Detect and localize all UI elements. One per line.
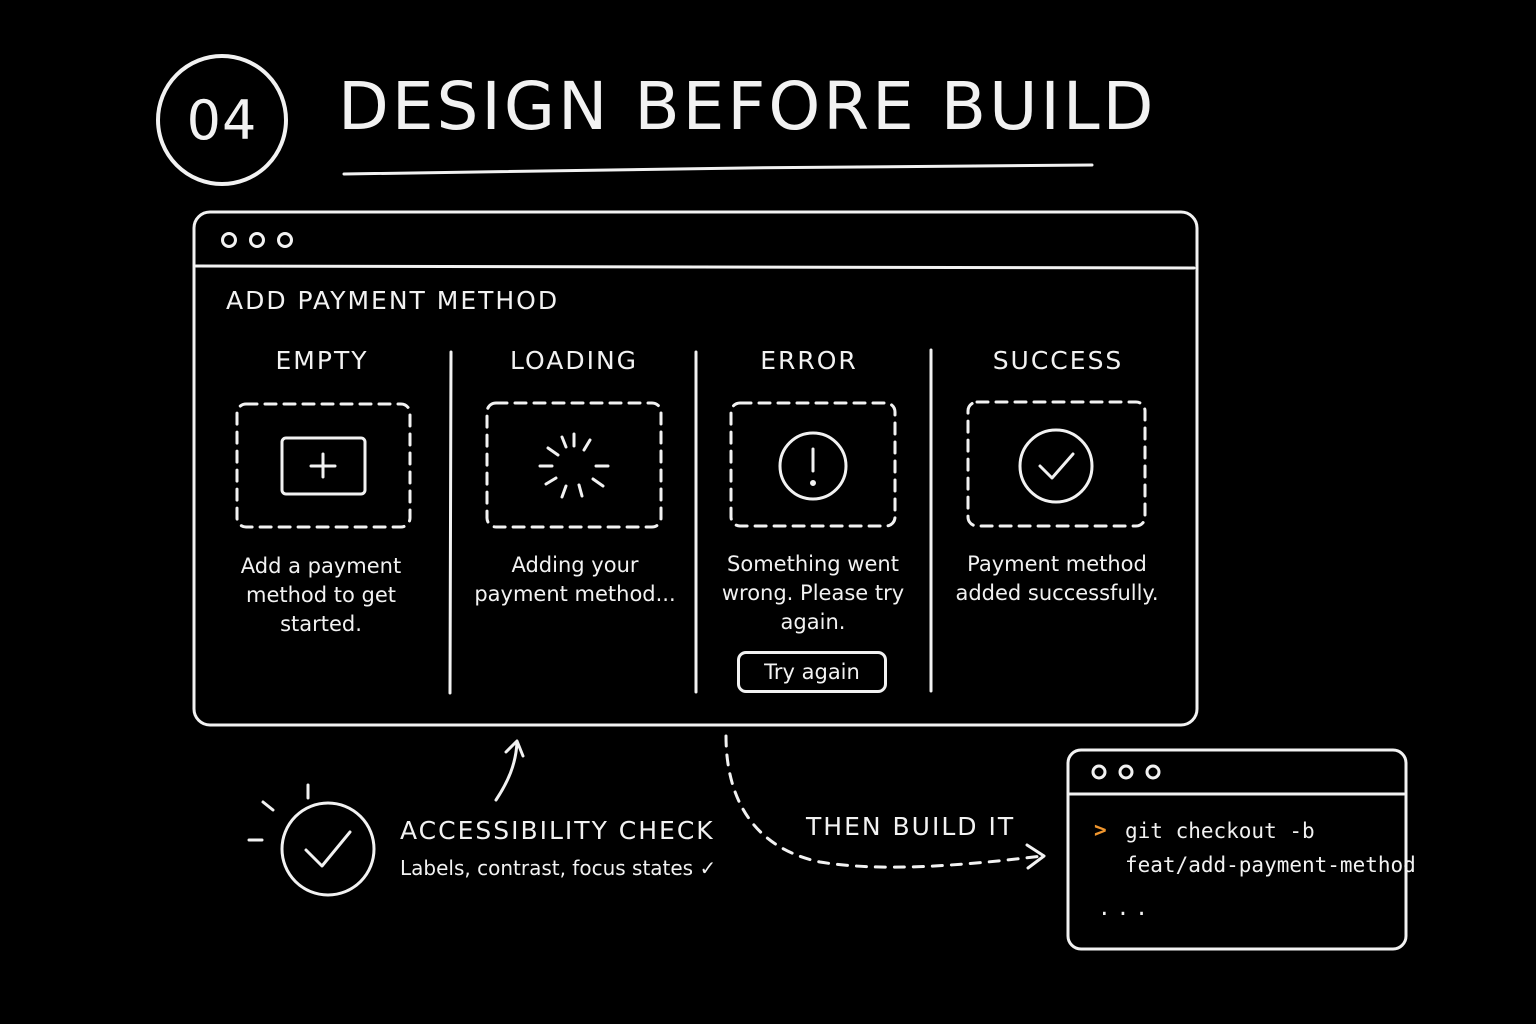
alert-circle-icon <box>778 431 848 501</box>
state-description-error: Something went wrong. Please try again. <box>721 552 905 634</box>
state-description-success: Payment method added successfully. <box>955 552 1159 605</box>
accessibility-arrow <box>494 739 525 802</box>
error-placeholder-box <box>729 401 897 528</box>
terminal-prompt-icon: > <box>1094 818 1107 842</box>
step-badge-number: 04 <box>186 88 258 152</box>
page-title: DESIGN BEFORE BUILD <box>338 68 1157 145</box>
success-placeholder-box <box>966 400 1147 528</box>
state-heading-success: SUCCESS <box>992 346 1124 375</box>
accessibility-title: ACCESSIBILITY CHECK <box>400 816 715 845</box>
terminal-window-frame <box>1066 748 1408 951</box>
flow-arrow <box>724 734 1046 870</box>
accessibility-description: Labels, contrast, focus states ✓ <box>400 856 717 880</box>
terminal-continuation: ... <box>1098 896 1154 920</box>
section-title: ADD PAYMENT METHOD <box>226 286 560 315</box>
loading-placeholder-box <box>485 401 663 529</box>
check-circle-icon <box>1018 428 1094 504</box>
terminal-window-controls-icon <box>1091 764 1161 780</box>
main-window-titlebar-divider <box>194 264 1196 270</box>
state-heading-loading: LOADING <box>509 346 639 375</box>
try-again-button[interactable]: Try again <box>737 651 887 693</box>
state-heading-empty: EMPTY <box>275 346 369 375</box>
main-window-frame <box>192 210 1199 727</box>
main-window-controls-icon <box>221 232 293 248</box>
add-card-icon <box>280 436 367 496</box>
state-heading-error: ERROR <box>760 346 858 375</box>
state-description-empty: Add a payment method to get started. <box>240 554 402 636</box>
spinner-icon <box>538 432 610 499</box>
flow-label: THEN BUILD IT <box>806 812 1016 841</box>
terminal-command-line-1: git checkout -b <box>1125 819 1315 843</box>
accessibility-check-icon <box>247 783 376 897</box>
step-badge-circle <box>156 54 288 186</box>
empty-placeholder-box <box>235 402 412 529</box>
terminal-command-line-2: feat/add-payment-method <box>1125 853 1416 877</box>
state-description-loading: Adding your payment method... <box>474 553 676 606</box>
column-divider-1 <box>448 350 453 695</box>
title-underline <box>342 163 1094 176</box>
